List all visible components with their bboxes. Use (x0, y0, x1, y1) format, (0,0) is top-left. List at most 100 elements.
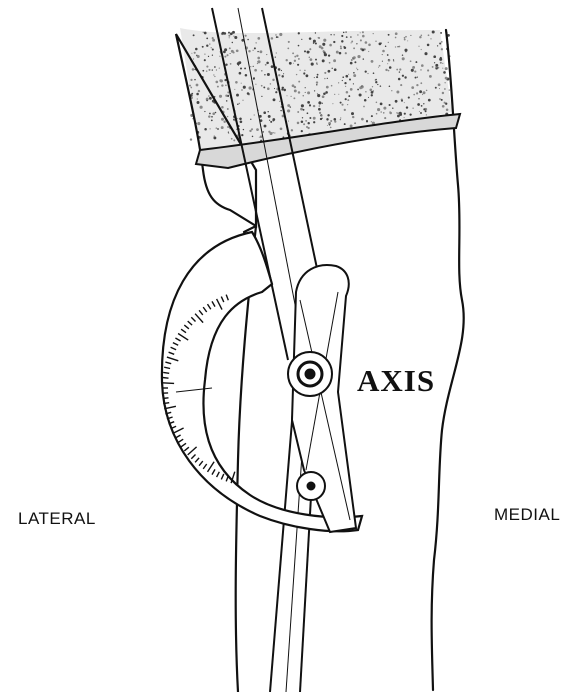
stipple-dot (226, 100, 228, 102)
stipple-dot (361, 118, 364, 121)
stipple-dot (317, 94, 320, 97)
stipple-dot (330, 34, 331, 35)
stipple-dot (298, 58, 300, 60)
stipple-dot (427, 69, 429, 71)
stipple-dot (309, 37, 312, 40)
stipple-dot (316, 76, 318, 78)
stipple-dot (393, 59, 394, 60)
stipple-dot (430, 38, 431, 39)
stipple-dot (204, 111, 205, 112)
stipple-dot (404, 76, 406, 78)
stipple-dot (371, 94, 373, 96)
stipple-dot (322, 95, 325, 98)
stipple-dot (316, 84, 318, 86)
stipple-dot (376, 102, 378, 104)
stipple-dot (399, 68, 401, 70)
stipple-dot (314, 90, 315, 91)
stipple-dot (349, 78, 351, 80)
stipple-dot (240, 67, 242, 69)
stipple-dot (442, 68, 443, 69)
lower-pivot-center (307, 482, 315, 490)
stipple-dot (197, 55, 200, 58)
stipple-dot (287, 48, 289, 50)
stipple-dot (294, 60, 296, 62)
stipple-dot (214, 135, 216, 137)
stipple-dot (219, 79, 222, 82)
stipple-dot (296, 74, 297, 75)
stipple-dot (282, 87, 284, 89)
stipple-dot (368, 43, 371, 46)
stipple-dot (202, 70, 204, 72)
stipple-dot (290, 106, 291, 107)
stipple-dot (288, 121, 289, 122)
stipple-dot (435, 64, 438, 67)
stipple-dot (270, 121, 272, 123)
stipple-dot (380, 85, 382, 87)
stipple-dot (411, 86, 414, 89)
stipple-dot (406, 106, 408, 108)
stipple-dot (319, 105, 321, 107)
stipple-dot (445, 77, 448, 80)
stipple-dot (267, 111, 268, 112)
stipple-dot (396, 69, 398, 71)
stipple-dot (198, 90, 200, 92)
stipple-dot (290, 96, 291, 97)
stipple-dot (327, 125, 328, 126)
stipple-dot (236, 49, 239, 52)
stipple-dot (415, 77, 417, 79)
stipple-dot (268, 115, 271, 118)
stipple-dot (204, 53, 205, 54)
stipple-dot (306, 74, 309, 77)
stipple-dot (204, 128, 207, 131)
stipple-dot (402, 75, 404, 77)
stipple-dot (313, 40, 316, 43)
stipple-dot (221, 106, 224, 109)
stipple-dot (307, 51, 310, 54)
lower-pivot (297, 472, 325, 500)
stipple-dot (244, 67, 246, 69)
stipple-dot (376, 113, 378, 115)
stipple-dot (208, 95, 210, 97)
stipple-dot (267, 87, 270, 90)
stipple-dot (224, 48, 227, 51)
stipple-dot (257, 51, 258, 52)
stipple-dot (204, 32, 207, 35)
stipple-dot (304, 50, 306, 52)
stipple-dot (380, 103, 383, 106)
stipple-dot (271, 37, 274, 40)
stipple-dot (356, 43, 357, 44)
stipple-dot (330, 127, 332, 129)
stipple-dot (408, 97, 410, 99)
stipple-dot (352, 116, 354, 118)
stipple-dot (234, 36, 237, 39)
stipple-dot (412, 108, 413, 109)
stipple-dot (388, 34, 390, 36)
stipple-dot (222, 32, 225, 35)
stipple-dot (296, 55, 298, 57)
stipple-dot (415, 61, 417, 63)
stipple-dot (371, 121, 372, 122)
stipple-dot (351, 112, 354, 115)
stipple-dot (298, 32, 300, 34)
stipple-dot (344, 109, 346, 111)
stipple-dot (432, 66, 434, 68)
stipple-dot (373, 33, 374, 34)
stipple-dot (345, 98, 347, 100)
stipple-dot (309, 117, 311, 119)
stipple-dot (404, 39, 406, 41)
stipple-dot (353, 72, 355, 74)
stipple-dot (323, 39, 326, 42)
stipple-dot (397, 115, 400, 118)
stipple-dot (191, 53, 192, 54)
stipple-dot (215, 112, 217, 114)
stipple-dot (361, 48, 364, 51)
stipple-dot (197, 101, 200, 104)
stipple-dot (266, 62, 269, 65)
stipple-dot (257, 63, 258, 64)
stipple-dot (317, 64, 318, 65)
stipple-dot (263, 86, 265, 88)
stipple-dot (272, 79, 274, 81)
stipple-dot (442, 92, 444, 94)
stipple-dot (395, 37, 397, 39)
stipple-dot (383, 112, 384, 113)
